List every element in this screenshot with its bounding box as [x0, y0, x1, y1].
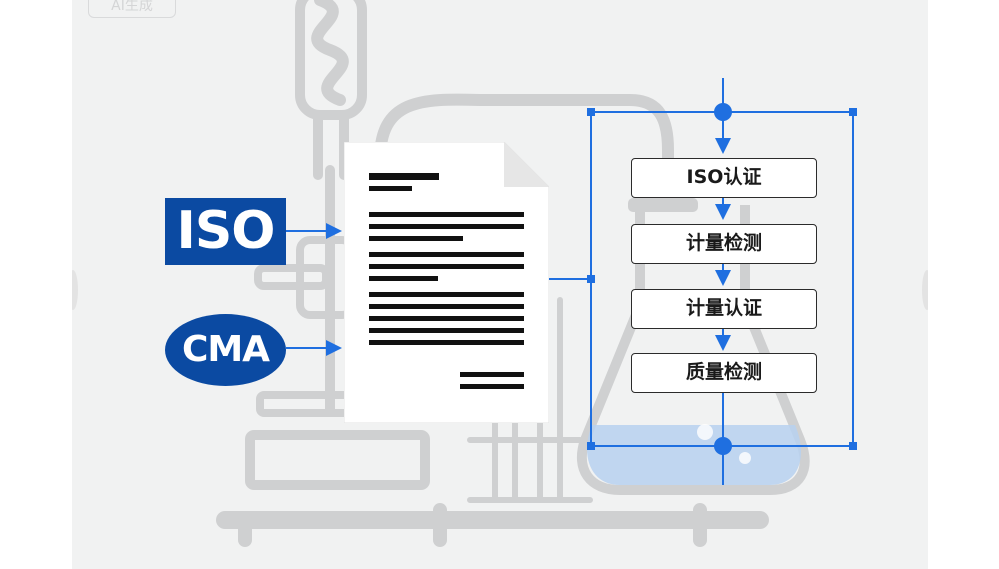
document-line: [369, 276, 438, 281]
clamp: [254, 264, 330, 290]
document-line: [369, 224, 524, 229]
condenser-coil: [311, 0, 349, 106]
frame-handle: [849, 442, 857, 450]
document-line: [369, 340, 524, 345]
document-line: [369, 173, 439, 180]
document-line: [369, 316, 524, 321]
erlenmeyer-flask: [576, 198, 810, 495]
junction-dot-bottom: [714, 437, 732, 455]
condenser-tube: [295, 0, 367, 120]
document-icon: [344, 142, 549, 423]
frame-handle: [587, 442, 595, 450]
document-line: [369, 264, 524, 269]
document-line: [369, 292, 524, 297]
document-line: [369, 304, 524, 309]
edge-shadow: [922, 270, 928, 310]
document-line: [369, 252, 524, 257]
flow-step-metrology-testing: 计量检测: [631, 224, 817, 264]
document-line: [460, 384, 524, 389]
flow-step-quality-testing: 质量检测: [631, 353, 817, 393]
frame-handle: [587, 275, 595, 283]
document-line: [369, 236, 463, 241]
distillation-arm: [374, 93, 674, 206]
document-line: [369, 212, 524, 217]
document-line: [369, 186, 412, 191]
junction-dot-top: [714, 103, 732, 121]
iso-badge: ISO: [165, 198, 286, 265]
rack-bar: [467, 437, 593, 503]
cma-badge: CMA: [165, 314, 286, 386]
ai-generated-watermark: AI生成: [88, 0, 176, 18]
flow-step-iso-certification: ISO认证: [631, 158, 817, 198]
frame-handle: [849, 108, 857, 116]
flow-step-metrology-certification: 计量认证: [631, 289, 817, 329]
edge-shadow: [72, 270, 78, 310]
document-line: [369, 328, 524, 333]
bench-leg: [238, 503, 707, 547]
frame-handle: [587, 108, 595, 116]
lower-base: [245, 430, 430, 490]
document-line: [460, 372, 524, 377]
